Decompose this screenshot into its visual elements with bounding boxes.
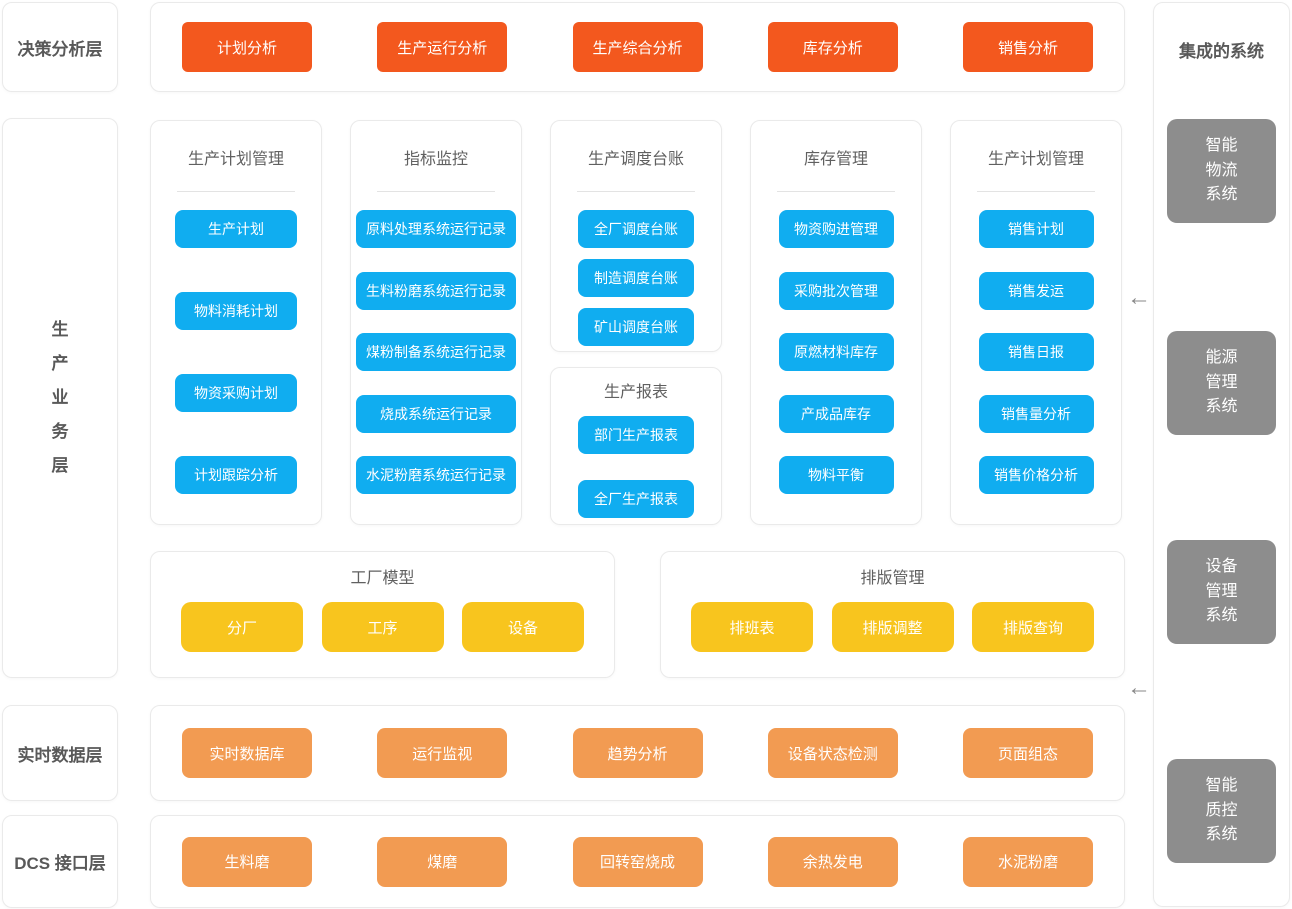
rotary-kiln-sintering-button[interactable]: 回转窑烧成 [572, 836, 703, 887]
inventory-management-panel: 库存管理 物资购进管理 采购批次管理 原燃材料库存 产成品库存 物料平衡 [750, 120, 922, 525]
panel-title: 生产调度台账 [587, 151, 684, 168]
sintering-system-record-button[interactable]: 烧成系统运行记录 [356, 394, 516, 433]
equipment-status-detection-button[interactable]: 设备状态检测 [767, 728, 898, 778]
trend-analysis-button[interactable]: 趋势分析 [572, 728, 703, 778]
divider [377, 191, 495, 192]
manufacturing-dispatch-ledger-button[interactable]: 制造调度台账 [578, 259, 694, 297]
panel-title: 生产报表 [603, 384, 668, 401]
sales-volume-analysis-button[interactable]: 销售量分析 [978, 394, 1094, 433]
page-configuration-button[interactable]: 页面组态 [963, 728, 1093, 778]
smart-logistics-system-box[interactable]: 智能 物流 系统 [1167, 119, 1276, 223]
integrated-systems-panel: 集成的系统 智能 物流 系统 能源 管理 系统 设备 管理 系统 智能 质控 系… [1153, 2, 1290, 907]
system-box-line: 系统 [1205, 186, 1238, 204]
sales-shipment-button[interactable]: 销售发运 [978, 271, 1094, 310]
finished-product-inventory-button[interactable]: 产成品库存 [778, 394, 894, 433]
process-button[interactable]: 工序 [321, 602, 444, 652]
system-box-line: 智能 [1205, 136, 1238, 154]
purchase-batch-management-button[interactable]: 采购批次管理 [778, 271, 894, 310]
production-report-panel: 生产报表 部门生产报表 全厂生产报表 [550, 367, 722, 525]
shift-schedule-button[interactable]: 排班表 [691, 602, 813, 652]
raw-meal-mill-button[interactable]: 生料磨 [182, 836, 312, 887]
system-box-line: 系统 [1205, 398, 1238, 416]
schedule-query-button[interactable]: 排版查询 [972, 602, 1094, 652]
panel-title: 指标监控 [403, 151, 468, 168]
equipment-management-system-box[interactable]: 设备 管理 系统 [1167, 540, 1276, 644]
panel-title: 库存管理 [803, 151, 868, 168]
integrated-systems-title: 集成的系统 [1179, 42, 1264, 61]
coal-powder-preparation-record-button[interactable]: 煤粉制备系统运行记录 [356, 333, 516, 371]
sales-plan-management-panel: 生产计划管理 销售计划 销售发运 销售日报 销售量分析 销售价格分析 [950, 120, 1122, 525]
mine-dispatch-ledger-button[interactable]: 矿山调度台账 [578, 308, 694, 346]
equipment-button[interactable]: 设备 [462, 602, 584, 652]
department-production-report-button[interactable]: 部门生产报表 [578, 416, 694, 454]
operation-monitoring-button[interactable]: 运行监视 [377, 728, 508, 778]
material-purchase-management-button[interactable]: 物资购进管理 [778, 210, 894, 248]
scheduling-management-panel: 排版管理 排班表 排版调整 排版查询 [660, 551, 1125, 678]
cement-grinding-record-button[interactable]: 水泥粉磨系统运行记录 [356, 456, 516, 494]
layer-label-production-business: 生产业务层 [2, 118, 118, 678]
system-box-line: 管理 [1205, 373, 1238, 391]
production-operation-analysis-button[interactable]: 生产运行分析 [377, 22, 508, 72]
panel-title: 工厂模型 [350, 570, 415, 587]
sales-analysis-button[interactable]: 销售分析 [963, 22, 1093, 72]
inventory-analysis-button[interactable]: 库存分析 [767, 22, 898, 72]
raw-fuel-material-inventory-button[interactable]: 原燃材料库存 [778, 333, 894, 371]
branch-factory-button[interactable]: 分厂 [181, 602, 303, 652]
whole-plant-dispatch-ledger-button[interactable]: 全厂调度台账 [578, 210, 694, 248]
left-arrow-icon: ← [1127, 674, 1151, 701]
layer-label-text: 实时数据层 [17, 745, 103, 765]
waste-heat-power-button[interactable]: 余热发电 [767, 836, 898, 887]
plan-analysis-button[interactable]: 计划分析 [182, 22, 312, 72]
layer-label-text: 生产业务层 [51, 320, 69, 475]
layer-label-realtime-data: 实时数据层 [2, 705, 118, 801]
smart-quality-control-system-box[interactable]: 智能 质控 系统 [1167, 759, 1276, 863]
sales-plan-button[interactable]: 销售计划 [978, 210, 1094, 248]
system-box-line: 能源 [1205, 348, 1238, 366]
sales-daily-report-button[interactable]: 销售日报 [978, 333, 1094, 371]
production-plan-button[interactable]: 生产计划 [175, 210, 297, 248]
divider [977, 191, 1095, 192]
indicator-monitoring-panel: 指标监控 原料处理系统运行记录 生料粉磨系统运行记录 煤粉制备系统运行记录 烧成… [350, 120, 522, 525]
coal-mill-button[interactable]: 煤磨 [377, 836, 508, 887]
raw-material-processing-record-button[interactable]: 原料处理系统运行记录 [356, 210, 516, 248]
factory-model-panel: 工厂模型 分厂 工序 设备 [150, 551, 615, 678]
material-consumption-plan-button[interactable]: 物料消耗计划 [175, 292, 297, 330]
production-plan-management-panel: 生产计划管理 生产计划 物料消耗计划 物资采购计划 计划跟踪分析 [150, 120, 322, 525]
system-box-line: 智能 [1205, 776, 1238, 794]
realtime-data-row: 实时数据库 运行监视 趋势分析 设备状态检测 页面组态 [150, 705, 1125, 801]
system-box-line: 管理 [1205, 582, 1238, 600]
left-arrow-icon: ← [1127, 284, 1151, 311]
whole-plant-production-report-button[interactable]: 全厂生产报表 [578, 480, 694, 518]
decision-analysis-row: 计划分析 生产运行分析 生产综合分析 库存分析 销售分析 [150, 2, 1125, 92]
system-box-line: 质控 [1205, 801, 1238, 819]
divider [577, 191, 695, 192]
layer-label-text: 决策分析层 [17, 39, 103, 59]
divider [777, 191, 895, 192]
layer-label-text: DCS 接口层 [14, 854, 106, 873]
system-box-line: 设备 [1205, 557, 1238, 575]
divider [177, 191, 295, 192]
production-comprehensive-analysis-button[interactable]: 生产综合分析 [572, 22, 703, 72]
realtime-database-button[interactable]: 实时数据库 [182, 728, 312, 778]
sales-price-analysis-button[interactable]: 销售价格分析 [978, 456, 1094, 494]
panel-title: 生产计划管理 [987, 151, 1084, 168]
raw-meal-grinding-record-button[interactable]: 生料粉磨系统运行记录 [356, 271, 516, 310]
panel-title: 生产计划管理 [187, 151, 284, 168]
layer-label-decision-analysis: 决策分析层 [2, 2, 118, 92]
schedule-adjustment-button[interactable]: 排版调整 [831, 602, 954, 652]
material-balance-button[interactable]: 物料平衡 [778, 456, 894, 494]
layer-label-dcs-interface: DCS 接口层 [2, 815, 118, 908]
energy-management-system-box[interactable]: 能源 管理 系统 [1167, 331, 1276, 435]
material-purchase-plan-button[interactable]: 物资采购计划 [175, 374, 297, 412]
dcs-interface-row: 生料磨 煤磨 回转窑烧成 余热发电 水泥粉磨 [150, 815, 1125, 908]
system-box-line: 系统 [1205, 607, 1238, 625]
system-box-line: 物流 [1205, 161, 1238, 179]
cement-grinding-button[interactable]: 水泥粉磨 [963, 836, 1093, 887]
plan-tracking-analysis-button[interactable]: 计划跟踪分析 [175, 456, 297, 494]
production-dispatch-ledger-panel: 生产调度台账 全厂调度台账 制造调度台账 矿山调度台账 [550, 120, 722, 352]
panel-title: 排版管理 [860, 570, 925, 587]
system-box-line: 系统 [1205, 826, 1238, 844]
